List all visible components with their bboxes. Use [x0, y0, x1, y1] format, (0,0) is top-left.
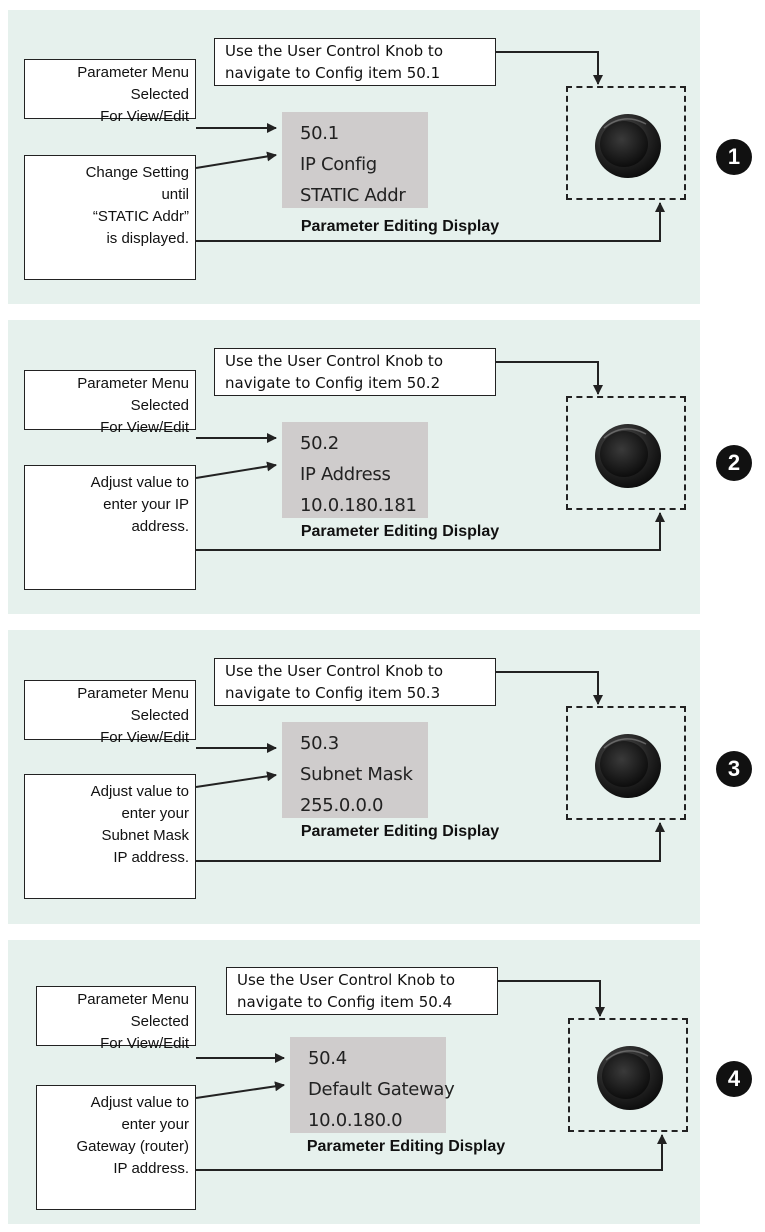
- nav-line-2: navigate to Config item 50.3: [225, 684, 441, 702]
- nav-instruction-box: Use the User Control Knob to navigate to…: [226, 967, 498, 1015]
- step-number-badge: 4: [716, 1061, 752, 1097]
- display-line-3: 255.0.0.0: [300, 795, 384, 816]
- step-number-badge: 3: [716, 751, 752, 787]
- action-line-2: until: [161, 186, 189, 203]
- action-line-3: address.: [131, 518, 189, 535]
- display-line-3: STATIC Addr: [300, 185, 406, 206]
- parameter-display: 50.1 IP Config STATIC Addr: [282, 112, 428, 208]
- action-line-3: Subnet Mask: [101, 827, 189, 844]
- knob-frame: [566, 86, 686, 200]
- action-box: Adjust value to enter your Subnet Mask I…: [24, 774, 196, 899]
- action-box: Change Setting until “STATIC Addr” is di…: [24, 155, 196, 280]
- action-line-2: enter your: [121, 1116, 189, 1133]
- display-caption: Parameter Editing Display: [300, 823, 500, 840]
- control-knob-icon[interactable]: [590, 726, 662, 800]
- menu-selected-box: Parameter Menu Selected For View/Edit: [36, 986, 196, 1052]
- step-number-badge: 2: [716, 445, 752, 481]
- arrow-action-to-knob: [196, 202, 665, 242]
- menu-line-1: Parameter Menu: [77, 991, 189, 1008]
- arrow-action-to-knob: [196, 822, 665, 862]
- nav-line-2: navigate to Config item 50.4: [237, 993, 453, 1011]
- menu-line-3: For View/Edit: [100, 108, 189, 125]
- arrow-action-to-display: [195, 771, 277, 788]
- nav-line-2: navigate to Config item 50.1: [225, 64, 441, 82]
- display-line-1: 50.3: [300, 733, 339, 754]
- menu-line-2: Selected: [130, 86, 189, 103]
- display-line-3: 10.0.180.181: [300, 495, 417, 516]
- display-caption: Parameter Editing Display: [306, 1138, 506, 1155]
- action-line-1: Adjust value to: [90, 783, 189, 800]
- action-line-1: Adjust value to: [90, 474, 189, 491]
- nav-line-1: Use the User Control Knob to: [225, 662, 443, 680]
- menu-line-1: Parameter Menu: [77, 64, 189, 81]
- arrow-nav-to-knob: [496, 361, 603, 395]
- nav-line-1: Use the User Control Knob to: [225, 352, 443, 370]
- display-caption: Parameter Editing Display: [300, 523, 500, 540]
- action-line-2: enter your IP: [103, 496, 189, 513]
- display-line-2: IP Config: [300, 154, 377, 175]
- action-line-1: Adjust value to: [90, 1094, 189, 1111]
- action-line-1: Change Setting: [85, 164, 189, 181]
- action-box: Adjust value to enter your Gateway (rout…: [36, 1085, 196, 1210]
- arrow-nav-to-knob: [498, 980, 605, 1017]
- menu-line-3: For View/Edit: [100, 729, 189, 746]
- step-number-badge: 1: [716, 139, 752, 175]
- action-line-4: is displayed.: [106, 230, 189, 247]
- display-line-1: 50.1: [300, 123, 339, 144]
- action-line-2: enter your: [121, 805, 189, 822]
- menu-line-2: Selected: [130, 1013, 189, 1030]
- action-box: Adjust value to enter your IP address.: [24, 465, 196, 590]
- display-line-2: Default Gateway: [308, 1079, 455, 1100]
- parameter-display: 50.2 IP Address 10.0.180.181: [282, 422, 428, 518]
- action-line-4: IP address.: [113, 849, 189, 866]
- menu-line-3: For View/Edit: [100, 419, 189, 436]
- arrow-action-to-display: [195, 151, 277, 169]
- action-line-3: “STATIC Addr”: [92, 208, 189, 225]
- display-line-3: 10.0.180.0: [308, 1110, 403, 1131]
- menu-line-1: Parameter Menu: [77, 375, 189, 392]
- nav-line-1: Use the User Control Knob to: [225, 42, 443, 60]
- arrow-action-to-display: [195, 1081, 285, 1099]
- knob-frame: [568, 1018, 688, 1132]
- menu-selected-box: Parameter Menu Selected For View/Edit: [24, 370, 196, 436]
- menu-selected-box: Parameter Menu Selected For View/Edit: [24, 59, 196, 125]
- menu-line-2: Selected: [130, 707, 189, 724]
- display-caption: Parameter Editing Display: [300, 218, 500, 235]
- control-knob-icon[interactable]: [590, 106, 662, 180]
- display-line-2: Subnet Mask: [300, 764, 413, 785]
- nav-line-1: Use the User Control Knob to: [237, 971, 455, 989]
- arrow-nav-to-knob: [496, 671, 603, 705]
- knob-frame: [566, 706, 686, 820]
- menu-selected-box: Parameter Menu Selected For View/Edit: [24, 680, 196, 746]
- action-line-4: IP address.: [113, 1160, 189, 1177]
- control-knob-icon[interactable]: [592, 1038, 664, 1112]
- menu-line-3: For View/Edit: [100, 1035, 189, 1052]
- nav-instruction-box: Use the User Control Knob to navigate to…: [214, 658, 496, 706]
- control-knob-icon[interactable]: [590, 416, 662, 490]
- display-line-1: 50.2: [300, 433, 339, 454]
- menu-line-1: Parameter Menu: [77, 685, 189, 702]
- display-line-1: 50.4: [308, 1048, 347, 1069]
- parameter-display: 50.3 Subnet Mask 255.0.0.0: [282, 722, 428, 818]
- nav-instruction-box: Use the User Control Knob to navigate to…: [214, 348, 496, 396]
- parameter-display: 50.4 Default Gateway 10.0.180.0: [290, 1037, 455, 1133]
- arrow-action-to-knob: [196, 1134, 667, 1171]
- knob-frame: [566, 396, 686, 510]
- display-line-2: IP Address: [300, 464, 391, 485]
- nav-instruction-box: Use the User Control Knob to navigate to…: [214, 38, 496, 86]
- menu-line-2: Selected: [130, 397, 189, 414]
- arrow-action-to-display: [195, 461, 277, 479]
- action-line-3: Gateway (router): [76, 1138, 189, 1155]
- arrow-action-to-knob: [196, 512, 665, 551]
- arrow-nav-to-knob: [496, 51, 603, 85]
- nav-line-2: navigate to Config item 50.2: [225, 374, 441, 392]
